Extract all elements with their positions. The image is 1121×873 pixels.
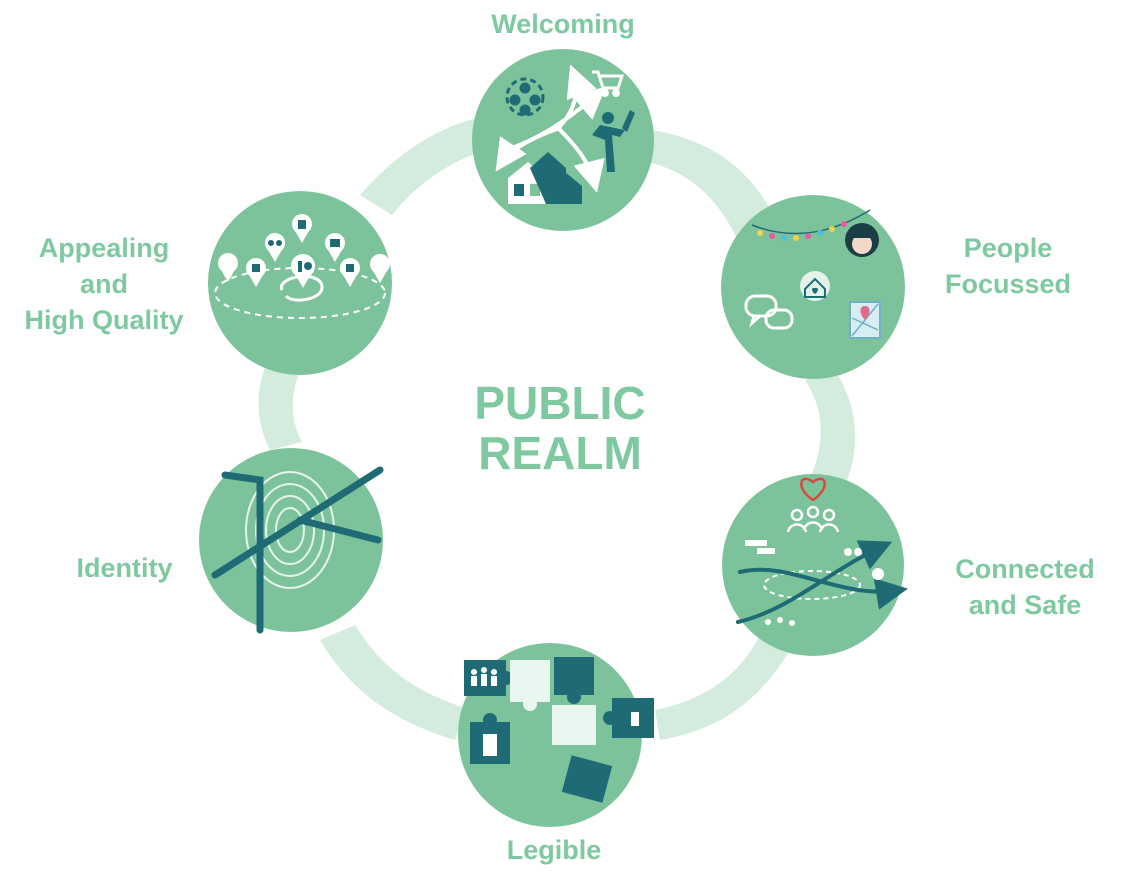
center-title-line-2: REALM [478,427,642,479]
connector-people-connected [805,370,856,485]
speech-bubbles-icon [744,294,794,330]
cyclist-icon [844,548,862,556]
map-pin-icon [849,301,881,339]
connector-identity-appealing [258,360,302,450]
appealing-circle [208,191,392,375]
center-title-line-1: PUBLIC [474,377,646,429]
circular-arrow-icon [280,274,324,302]
label-line: Focussed [944,269,1072,299]
label-line: and [79,269,128,299]
welcoming-arrows-icon [495,64,607,193]
ring-connectors [258,115,856,740]
yoga-person-icon [592,110,635,172]
label-line: Appealing [38,233,170,263]
label-identity: Identity [52,550,197,586]
heart-icon [800,477,826,502]
connector-legible-identity [320,625,465,740]
label-line: and Safe [968,590,1082,620]
shopping-cart-icon [592,70,625,97]
welcoming-node [472,49,654,231]
label-appealing: Appealing and High Quality [0,230,208,338]
connector-welcoming-people [640,130,780,245]
houses-icon [508,152,582,204]
label-line: Identity [76,553,173,583]
label-welcoming: Welcoming [463,6,663,42]
piggy-icon [872,568,884,580]
group-people-icon [786,505,840,533]
people-focussed-node [721,195,905,379]
label-people-focussed: People Focussed [918,230,1098,302]
label-line: Legible [506,835,602,865]
dashed-loop [763,570,861,600]
home-heart-icon [800,271,830,301]
puzzle-symbols [471,667,639,756]
signpost-icon [745,540,775,554]
community-circle-icon [505,77,545,117]
center-title: PUBLIC REALM [440,378,680,478]
crossing-routes-icon [736,540,908,624]
connector-connected-legible [655,635,790,740]
label-line: People [963,233,1053,263]
legible-node [458,643,654,827]
bunting-icon [751,209,871,241]
crossing-lines-icon [211,466,384,634]
label-legible: Legible [474,832,634,868]
identity-node [199,448,384,634]
label-line: Welcoming [491,9,635,39]
face-portrait-icon [845,223,879,257]
label-line: High Quality [24,305,184,335]
pin-symbols [252,220,354,272]
appealing-node [208,191,392,375]
connector-appealing-welcoming [360,115,495,215]
label-line: Connected [955,554,1095,584]
connected-safe-node [722,474,908,656]
walkers-icon [765,617,795,626]
label-connected-safe: Connected and Safe [940,551,1110,623]
